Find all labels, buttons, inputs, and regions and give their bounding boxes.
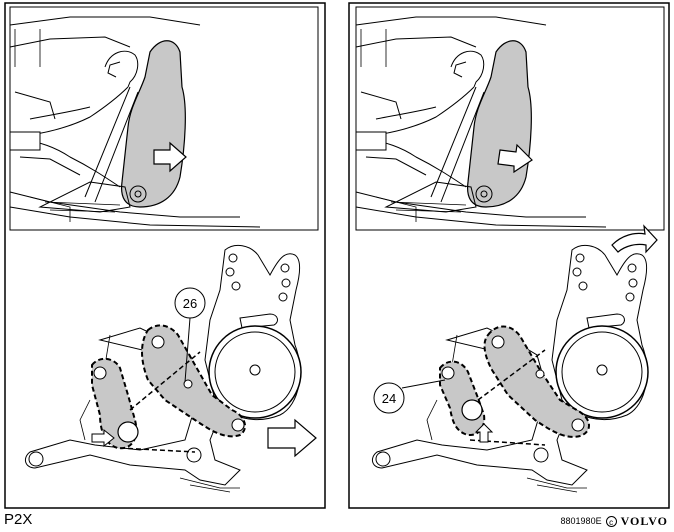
model-label: P2X bbox=[4, 511, 33, 528]
arrow-right-icon bbox=[153, 141, 187, 173]
panel-b-gray-arm bbox=[483, 325, 590, 438]
arrow-right-icon bbox=[267, 418, 317, 458]
panel-a-gray-arm bbox=[141, 324, 247, 438]
copyright-icon: c bbox=[605, 515, 617, 527]
arrow-right-icon bbox=[497, 143, 533, 174]
panel-b-seat-inset bbox=[355, 6, 665, 231]
panel-a-callout-circle bbox=[174, 287, 206, 319]
figure-code: 8801980E bbox=[560, 516, 602, 526]
panel-b-callout-circle bbox=[373, 382, 405, 414]
arrow-up-icon bbox=[474, 423, 494, 443]
panel-b-callout-label: 24 bbox=[382, 391, 396, 406]
panel-b: B 24 bbox=[348, 2, 670, 509]
footer-credit: 8801980E c VOLVO bbox=[561, 513, 668, 529]
panel-a-seat-inset bbox=[9, 6, 319, 231]
arrow-right-icon bbox=[91, 428, 115, 448]
panel-a-callout-label: 26 bbox=[183, 296, 197, 311]
panel-a: A 26 bbox=[4, 2, 326, 509]
curved-arrow-icon bbox=[611, 224, 658, 254]
brand-logo: VOLVO bbox=[620, 513, 668, 528]
